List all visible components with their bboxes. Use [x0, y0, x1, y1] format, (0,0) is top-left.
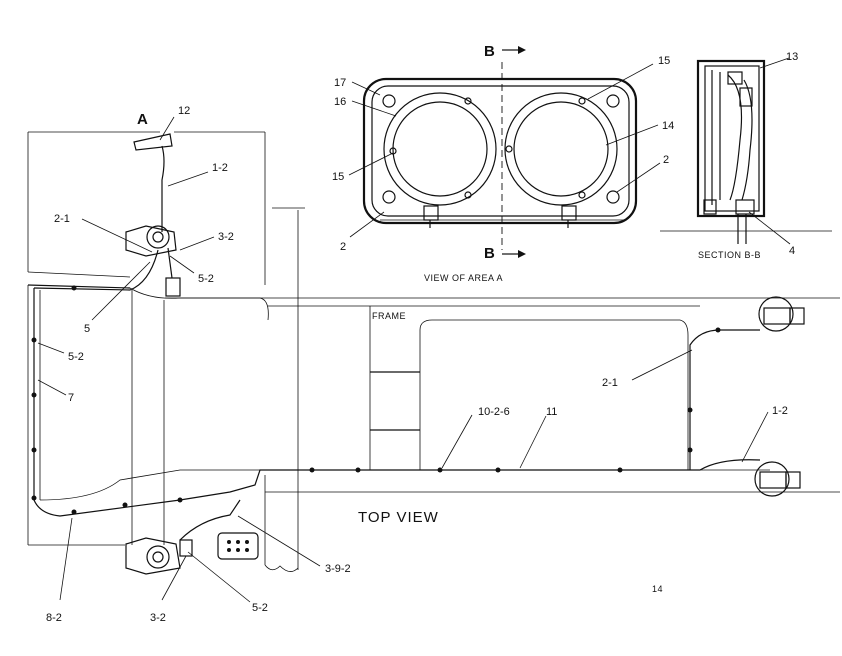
callout-3-9-2: 3-9-2 — [325, 563, 351, 575]
section-marker-b-top: B — [484, 43, 495, 60]
callout-7: 7 — [68, 392, 74, 404]
callout-10-2-6: 10-2-6 — [478, 406, 510, 418]
callout-16: 16 — [334, 96, 346, 108]
callout-15-right: 15 — [658, 55, 670, 67]
callout-2-1-left: 2-1 — [54, 213, 70, 225]
callout-1-2-top: 1-2 — [212, 162, 228, 174]
section-b-b-view: 13 4 SECTION B-B — [660, 51, 832, 260]
top-view-title: TOP VIEW — [358, 509, 439, 526]
callout-3-2-top: 3-2 — [218, 231, 234, 243]
callout-1-2-right: 1-2 — [772, 405, 788, 417]
page-number: 14 — [652, 584, 663, 594]
callout-5-2-left: 5-2 — [68, 351, 84, 363]
section-marker-b-bottom: B — [484, 245, 495, 262]
callout-5-2-top: 5-2 — [198, 273, 214, 285]
callout-2-area-left: 2 — [340, 241, 346, 253]
callout-8-2: 8-2 — [46, 612, 62, 624]
area-a-headlamp-view: B B VIEW OF AREA A 17 16 15 2 15 14 2 — [332, 43, 674, 283]
callout-3-2-bottom: 3-2 — [150, 612, 166, 624]
callout-5: 5 — [84, 323, 90, 335]
callout-15-left: 15 — [332, 171, 344, 183]
frame-label: FRAME — [372, 311, 406, 321]
callout-5-2-bottom: 5-2 — [252, 602, 268, 614]
callout-2-area-right: 2 — [663, 154, 669, 166]
callout-17: 17 — [334, 77, 346, 89]
area-a-marker: A — [137, 111, 148, 128]
callout-14: 14 — [662, 120, 674, 132]
callout-4: 4 — [789, 245, 795, 257]
callout-12: 12 — [178, 105, 190, 117]
harness-wires — [31, 145, 761, 541]
callout-11: 11 — [546, 406, 557, 418]
callout-2-1-right: 2-1 — [602, 377, 618, 389]
view-of-area-a-title: VIEW OF AREA A — [424, 273, 503, 283]
callout-13: 13 — [786, 51, 798, 63]
top-view-frame: A 12 FRAME — [27, 105, 840, 575]
section-b-b-title: SECTION B-B — [698, 250, 761, 260]
top-view-callouts: 1-2 2-1 3-2 5-2 5 5-2 7 8-2 3-2 5-2 3-9-… — [37, 162, 788, 624]
